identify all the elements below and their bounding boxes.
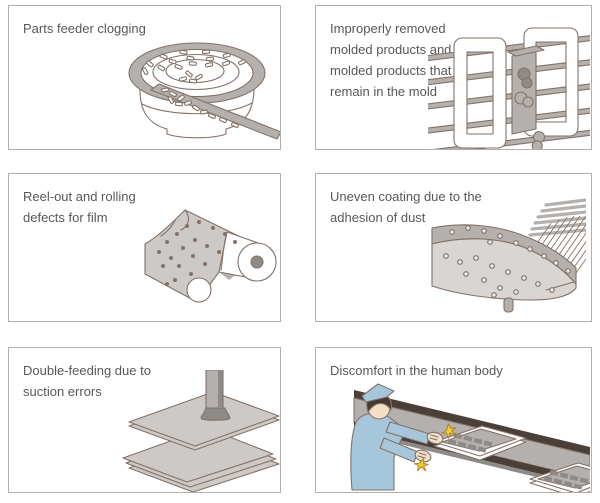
panel-caption: Discomfort in the human body xyxy=(330,363,503,378)
panel-caption: Uneven coating due to the adhesion of du… xyxy=(330,189,482,225)
film-roll-illustration xyxy=(144,209,277,303)
panel-caption: Improperly removed molded products and m… xyxy=(330,21,452,99)
panel-double-feeding: Double-feeding due to suction errors xyxy=(8,347,281,493)
human-discomfort-illustration xyxy=(350,383,590,492)
coating-illustration xyxy=(431,198,586,313)
panel-parts-feeder: Parts feeder clogging xyxy=(8,5,281,150)
suction-illustration xyxy=(122,370,280,492)
panel-molded-products: Improperly removed molded products and m… xyxy=(315,5,592,150)
parts-feeder-illustration xyxy=(128,42,280,140)
panel-film-reel: Reel-out and rolling defects for film xyxy=(8,173,281,322)
panel-caption: Reel-out and rolling defects for film xyxy=(23,189,136,225)
panel-caption: Double-feeding due to suction errors xyxy=(23,363,151,399)
panel-caption: Parts feeder clogging xyxy=(23,21,146,36)
panel-human-body: Discomfort in the human body xyxy=(315,347,592,493)
panel-uneven-coating: Uneven coating due to the adhesion of du… xyxy=(315,173,592,322)
mold-illustration xyxy=(428,27,590,149)
